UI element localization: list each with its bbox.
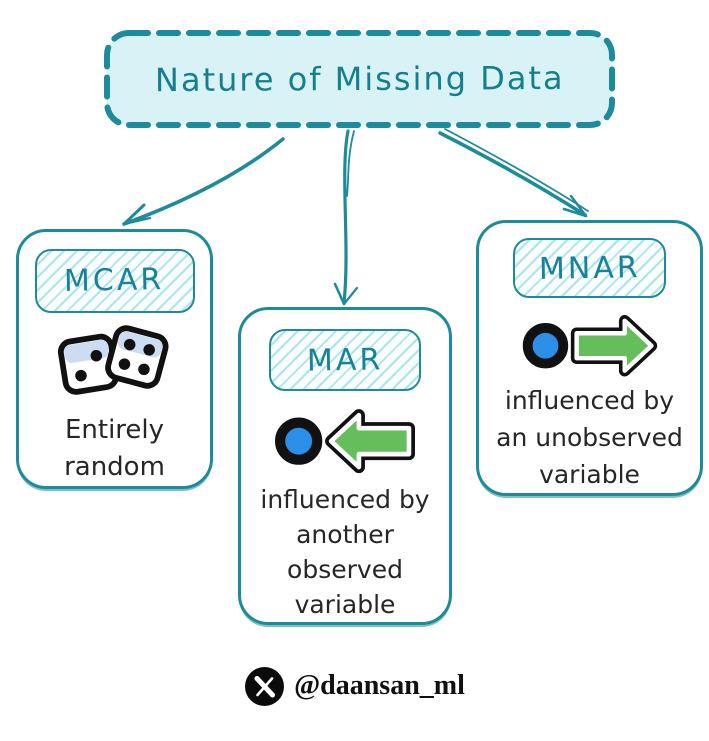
mnar-label-pill: MNAR <box>513 238 666 299</box>
mcar-label-pill: MCAR <box>34 249 195 313</box>
mar-label-pill: MAR <box>269 329 421 392</box>
mnar-description: influenced by an unobserved variable <box>496 386 683 489</box>
author-handle: @daansan_ml <box>294 670 465 701</box>
mar-description: influenced by another observed variable <box>260 485 430 619</box>
mcar-description: Entirely random <box>64 415 165 482</box>
node-mcar: MCAR Entirely random <box>16 229 213 489</box>
footer: @daansan_ml <box>0 663 709 709</box>
x-logo-icon <box>245 666 285 706</box>
dashed-border <box>104 30 615 128</box>
page-title: Nature of Missing Data <box>154 58 565 100</box>
circle-and-right-arrow-icon <box>522 315 657 377</box>
node-mar: MAR influenced by another observed varia… <box>238 307 452 625</box>
mar-label: MAR <box>306 342 384 379</box>
circle-and-left-arrow-icon <box>275 409 415 474</box>
mcar-label: MCAR <box>64 262 165 300</box>
dice-icon <box>57 324 168 395</box>
node-mnar: MNAR influenced by an unobserved variabl… <box>476 220 703 496</box>
mnar-label: MNAR <box>538 249 641 287</box>
title-box: Nature of Missing Data <box>104 30 615 128</box>
